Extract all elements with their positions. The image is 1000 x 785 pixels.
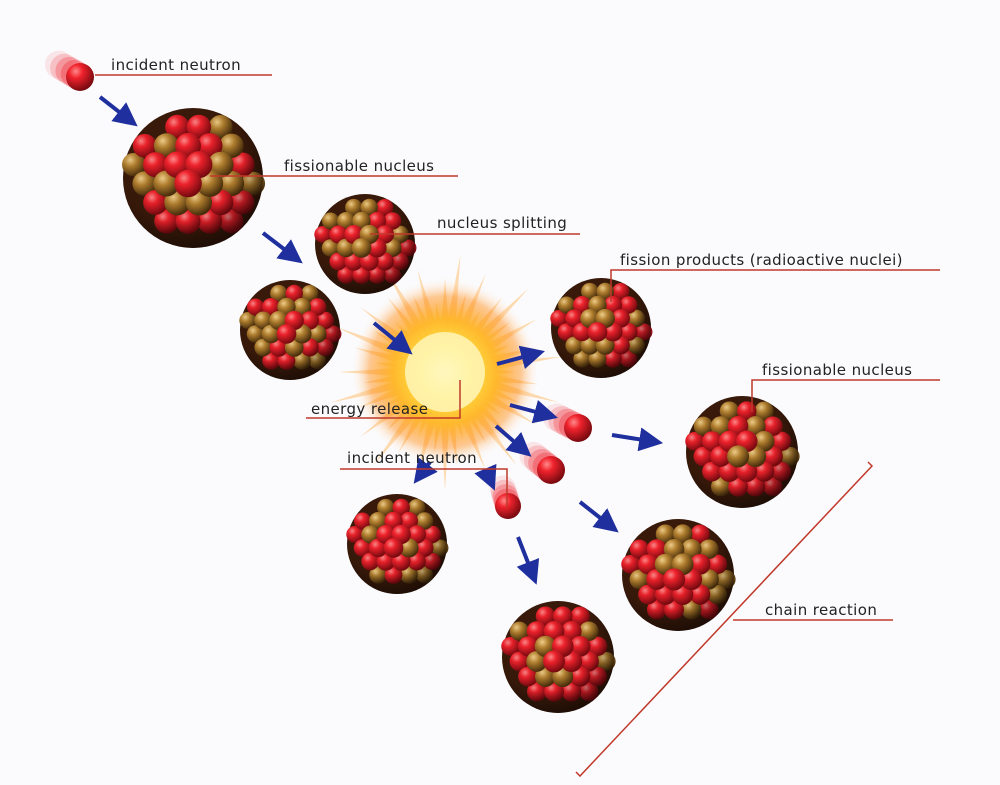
leader-line bbox=[576, 462, 872, 776]
leader-line bbox=[611, 270, 940, 302]
neutron-icon bbox=[490, 475, 521, 519]
neutron-icon bbox=[543, 403, 592, 442]
leader-line bbox=[752, 380, 940, 412]
arrow-icon bbox=[612, 435, 656, 442]
label-incident-neutron-mid: incident neutron bbox=[347, 449, 477, 467]
neutron-icon bbox=[519, 442, 565, 484]
nucleus-icon bbox=[685, 396, 799, 508]
nucleus-icon bbox=[346, 494, 448, 594]
nucleus-icon bbox=[122, 108, 265, 248]
nucleus-icon bbox=[314, 194, 416, 294]
nucleus-icon bbox=[621, 519, 735, 631]
label-fission-products: fission products (radioactive nuclei) bbox=[620, 251, 903, 269]
label-incident-neutron-top: incident neutron bbox=[111, 56, 241, 74]
nucleus-icon bbox=[501, 601, 615, 713]
nucleus-icon bbox=[239, 280, 341, 380]
arrow-icon bbox=[580, 502, 613, 528]
label-energy-release: energy release bbox=[311, 400, 428, 418]
arrow-icon bbox=[518, 537, 534, 578]
arrow-icon bbox=[486, 470, 492, 484]
label-chain-reaction: chain reaction bbox=[765, 601, 877, 619]
arrow-icon bbox=[100, 97, 132, 122]
label-nucleus-splitting: nucleus splitting bbox=[437, 214, 567, 232]
nucleus-icon bbox=[550, 278, 652, 378]
label-fissionable-nucleus-top: fissionable nucleus bbox=[284, 157, 434, 175]
arrow-icon bbox=[263, 233, 297, 259]
label-fissionable-nucleus-right: fissionable nucleus bbox=[762, 361, 912, 379]
neutron-icon bbox=[45, 51, 94, 91]
